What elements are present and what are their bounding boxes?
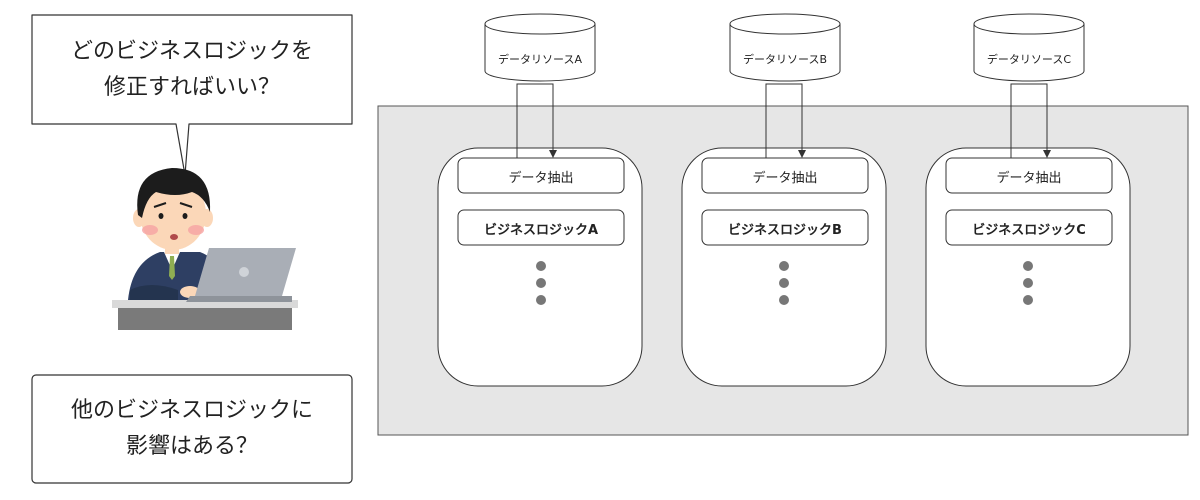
logic-box-b: [701, 209, 869, 246]
impact-bubble-text: 他のビジネスロジックに 影響はある？: [32, 393, 352, 465]
impact-bubble: [31, 374, 353, 484]
logic-label-a: ビジネスロジックA: [483, 223, 599, 238]
data-source-b-label: データリソースB: [743, 53, 827, 66]
question-bubble: [31, 14, 353, 176]
connector-b: [765, 83, 806, 158]
extract-label-b: データ抽出: [752, 171, 818, 186]
extract-box-c: [945, 157, 1113, 194]
impact-line-2: 影響はある？: [125, 434, 258, 459]
ellipsis-dots-b: [779, 261, 789, 305]
question-line-1: どのビジネスロジックを: [70, 39, 313, 64]
question-bubble-text: どのビジネスロジックを 修正すればいい？: [32, 34, 352, 106]
data-source-c-label: データリソースC: [986, 53, 1072, 66]
database-a: [484, 13, 596, 82]
impact-line-1: 他のビジネスロジックに: [70, 398, 313, 423]
logic-box-c: [945, 209, 1113, 246]
worried-man-illustration: [112, 168, 298, 330]
extract-label-a: データ抽出: [508, 171, 574, 186]
database-c: [973, 13, 1085, 82]
logic-label-c: ビジネスロジックC: [972, 223, 1086, 238]
extract-box-a: [457, 157, 625, 194]
logic-label-b: ビジネスロジックB: [728, 223, 842, 238]
connector-c: [1010, 83, 1051, 158]
question-line-2: 修正すればいい？: [103, 75, 280, 100]
logic-box-a: [457, 209, 625, 246]
extract-label-c: データ抽出: [996, 171, 1062, 186]
ellipsis-dots-a: [536, 261, 546, 305]
data-source-a-label: データリソースA: [498, 53, 582, 66]
ellipsis-dots-c: [1023, 261, 1033, 305]
extract-box-b: [701, 157, 869, 194]
database-b: [729, 13, 841, 82]
connector-a: [516, 83, 557, 158]
